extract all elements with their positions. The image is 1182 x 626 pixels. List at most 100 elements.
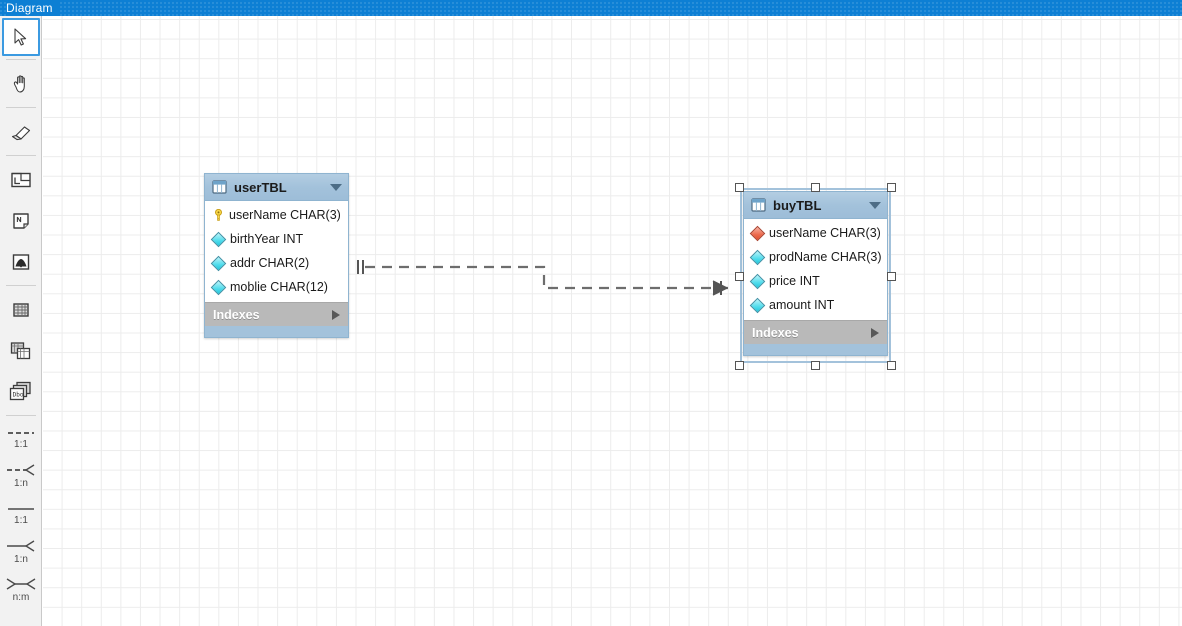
- chevron-right-icon[interactable]: [871, 327, 879, 338]
- field-label: amount INT: [769, 298, 835, 312]
- toolbar-separator: [6, 415, 36, 416]
- field-label: moblie CHAR(12): [230, 280, 328, 294]
- cardinality-one-marker: [357, 260, 364, 274]
- indexes-label: Indexes: [213, 307, 260, 322]
- relation-1n-non-identifying-tool[interactable]: 1:n: [0, 533, 42, 571]
- resize-handle-e[interactable]: [887, 272, 896, 281]
- window-titlebar: Diagram: [0, 0, 1182, 16]
- table-fields: userName CHAR(3) prodName CHAR(3) price …: [744, 219, 887, 320]
- table-name: userTBL: [234, 179, 287, 195]
- table-icon: [212, 180, 227, 194]
- relationship-path: [365, 265, 729, 290]
- field-label: userName CHAR(3): [769, 226, 881, 240]
- field-label: price INT: [769, 274, 820, 288]
- table-footer: [205, 326, 348, 337]
- pointer-icon: [14, 28, 27, 46]
- table-field-row[interactable]: birthYear INT: [205, 227, 348, 251]
- foreign-key-icon: [749, 225, 766, 241]
- table-icon: [11, 172, 31, 187]
- resize-handle-w[interactable]: [735, 272, 744, 281]
- relation-nm-tool[interactable]: n:m: [0, 571, 42, 609]
- table-field-row[interactable]: price INT: [744, 269, 887, 293]
- table-node-buyTBL[interactable]: buyTBL userName CHAR(3) prodName CHAR(3): [735, 183, 896, 370]
- cardinality-many-marker: [712, 280, 728, 296]
- hand-tool[interactable]: [0, 63, 42, 104]
- relation-11-non-identifying-tool[interactable]: 1:1: [0, 495, 42, 533]
- relation-nm-icon: [6, 577, 36, 590]
- eraser-tool[interactable]: [0, 111, 42, 152]
- relation-solid-11-icon: [8, 507, 34, 510]
- toolbar-separator: [6, 59, 36, 60]
- layer-tool[interactable]: [0, 289, 42, 330]
- table-field-row[interactable]: addr CHAR(2): [205, 251, 348, 275]
- note-tool[interactable]: [0, 200, 42, 241]
- hand-icon: [13, 74, 25, 93]
- pointer-tool[interactable]: [2, 18, 40, 56]
- toolbar-separator: [6, 107, 36, 108]
- relation-notation: n:m: [12, 591, 30, 603]
- chevron-right-icon[interactable]: [332, 309, 340, 320]
- table-header[interactable]: userTBL: [205, 174, 348, 201]
- left-toolbar: Dbo 1:1 1:n 1:1: [0, 16, 42, 626]
- relation-dashed-1n-icon: [7, 463, 35, 476]
- column-icon: [749, 273, 766, 289]
- column-icon: [749, 249, 766, 265]
- table-field-row[interactable]: userName CHAR(3): [744, 221, 887, 245]
- field-label: prodName CHAR(3): [769, 250, 882, 264]
- eraser-icon: [11, 125, 31, 140]
- table-body[interactable]: buyTBL userName CHAR(3) prodName CHAR(3): [743, 191, 888, 356]
- layer-icon: [13, 302, 29, 317]
- indexes-section[interactable]: Indexes: [205, 302, 348, 326]
- field-label: birthYear INT: [230, 232, 304, 246]
- view-icon: [10, 341, 31, 359]
- resize-handle-nw[interactable]: [735, 183, 744, 192]
- diagram-canvas[interactable]: userTBL userName CHAR(3) birth: [43, 16, 1182, 626]
- relation-notation: 1:1: [14, 514, 28, 526]
- chevron-down-icon[interactable]: [330, 183, 342, 191]
- indexes-label: Indexes: [752, 325, 799, 340]
- table-tool[interactable]: [0, 159, 42, 200]
- table-field-row[interactable]: amount INT: [744, 293, 887, 317]
- relation-dashed-11-icon: [8, 431, 34, 434]
- image-tool[interactable]: [0, 241, 42, 282]
- chevron-down-icon[interactable]: [869, 201, 881, 209]
- column-icon: [749, 297, 766, 313]
- column-icon: [210, 231, 227, 247]
- routine-tool[interactable]: Dbo: [0, 371, 42, 412]
- svg-text:Dbo: Dbo: [13, 391, 24, 398]
- table-field-row[interactable]: userName CHAR(3): [205, 203, 348, 227]
- resize-handle-s[interactable]: [811, 361, 820, 370]
- table-fields: userName CHAR(3) birthYear INT addr CHAR…: [205, 201, 348, 302]
- table-body[interactable]: userTBL userName CHAR(3) birth: [204, 173, 349, 338]
- field-label: userName CHAR(3): [229, 208, 341, 222]
- routine-icon: Dbo: [9, 381, 31, 400]
- resize-handle-ne[interactable]: [887, 183, 896, 192]
- field-label: addr CHAR(2): [230, 256, 310, 270]
- relation-solid-1n-icon: [7, 539, 35, 552]
- primary-key-icon: [215, 209, 222, 221]
- table-header[interactable]: buyTBL: [744, 192, 887, 219]
- relation-1n-identifying-tool[interactable]: 1:n: [0, 457, 42, 495]
- note-icon: [13, 212, 29, 229]
- table-footer: [744, 344, 887, 355]
- toolbar-separator: [6, 285, 36, 286]
- table-name: buyTBL: [773, 197, 822, 213]
- relation-notation: 1:n: [14, 553, 28, 565]
- indexes-section[interactable]: Indexes: [744, 320, 887, 344]
- table-node-userTBL[interactable]: userTBL userName CHAR(3) birth: [204, 173, 349, 338]
- resize-handle-n[interactable]: [811, 183, 820, 192]
- column-icon: [210, 279, 227, 295]
- relation-notation: 1:1: [14, 438, 28, 450]
- view-tool[interactable]: [0, 330, 42, 371]
- table-field-row[interactable]: prodName CHAR(3): [744, 245, 887, 269]
- relation-11-identifying-tool[interactable]: 1:1: [0, 419, 42, 457]
- table-field-row[interactable]: moblie CHAR(12): [205, 275, 348, 299]
- table-icon: [751, 198, 766, 212]
- window-title: Diagram: [6, 0, 59, 16]
- resize-handle-sw[interactable]: [735, 361, 744, 370]
- toolbar-separator: [6, 155, 36, 156]
- resize-handle-se[interactable]: [887, 361, 896, 370]
- relation-notation: 1:n: [14, 477, 28, 489]
- column-icon: [210, 255, 227, 271]
